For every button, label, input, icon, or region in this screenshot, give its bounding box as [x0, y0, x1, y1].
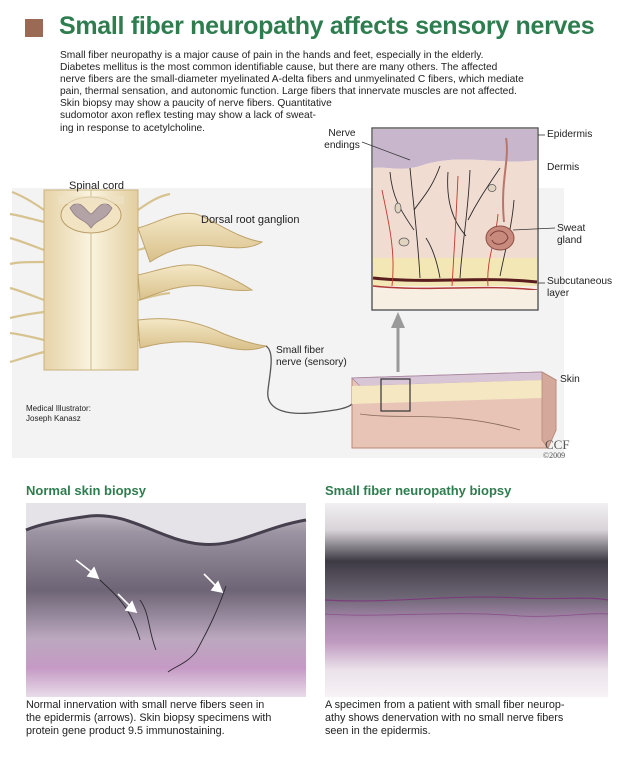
magnified-region-box: [380, 378, 411, 412]
copyright-year: ©2009: [543, 451, 566, 460]
label-subcutaneous-layer: Subcutaneous layer: [547, 276, 612, 300]
label-nerve-endings: Nerve endings: [322, 128, 362, 152]
neuropathy-biopsy-heading: Small fiber neuropathy biopsy: [325, 483, 512, 498]
label-line: nerve (sensory): [276, 357, 347, 368]
label-line: Small fiber: [276, 345, 325, 356]
illustrator-credit: Medical Illustrator: Joseph Kanasz: [26, 404, 91, 423]
caption-line: A specimen from a patient with small fib…: [325, 699, 565, 711]
label-small-fiber-nerve: Small fiber nerve (sensory): [276, 345, 347, 369]
dorsal-root-ganglion: [137, 212, 268, 351]
intro-line: pain, thermal sensation, and autonomic f…: [60, 86, 517, 98]
caption-line: athy shows denervation with no small ner…: [325, 712, 564, 724]
label-skin: Skin: [560, 374, 580, 385]
neuropathy-biopsy-image: [324, 503, 609, 697]
label-line: gland: [557, 235, 582, 246]
label-leaders: [361, 134, 556, 284]
caption-line: the epidermis (arrows). Skin biopsy spec…: [26, 712, 272, 724]
ccf-logo: CCF: [545, 437, 570, 452]
spinal-cord: [9, 189, 173, 371]
page-title: Small fiber neuropathy affects sensory n…: [59, 12, 595, 40]
label-line: endings: [324, 140, 360, 151]
label-line: Sweat: [557, 223, 586, 234]
label-line: Subcutaneous: [547, 276, 613, 287]
caption-line: protein gene product 9.5 immunostaining.: [26, 725, 225, 737]
intro-line: ing in response to acetylcholine.: [60, 122, 205, 134]
label-line: Medical Illustrator:: [26, 404, 91, 413]
magnified-skin-section: [371, 127, 539, 311]
label-dorsal-root-ganglion: Dorsal root ganglion: [201, 214, 300, 226]
intro-line: nerve fibers are the small-diameter myel…: [60, 74, 524, 86]
intro-line: Skin biopsy may show a paucity of nerve …: [60, 98, 332, 110]
small-fiber-nerve: [265, 345, 353, 415]
skin-block: [351, 371, 558, 449]
caption-line: Normal innervation with small nerve fibe…: [26, 699, 265, 711]
label-line: Nerve: [328, 128, 356, 139]
label-line: layer: [547, 288, 570, 299]
label-sweat-gland: Sweat gland: [557, 223, 585, 247]
label-dermis: Dermis: [547, 162, 580, 173]
normal-biopsy-image: [25, 503, 307, 697]
intro-line: Diabetes mellitus is the most common ide…: [60, 62, 498, 74]
normal-biopsy-caption: Normal innervation with small nerve fibe…: [26, 699, 271, 738]
normal-biopsy-heading: Normal skin biopsy: [26, 483, 146, 498]
title-marker: [25, 19, 43, 37]
intro-line: sudomotor axon reflex testing may show a…: [60, 110, 316, 122]
label-epidermis: Epidermis: [547, 129, 593, 140]
magnify-arrow: [391, 312, 405, 372]
label-spinal-cord: Spinal cord: [69, 180, 125, 192]
intro-line: Small fiber neuropathy is a major cause …: [60, 50, 484, 61]
label-line: Joseph Kanasz: [26, 413, 81, 423]
caption-line: seen in the epidermis.: [325, 725, 431, 737]
neuropathy-biopsy-caption: A specimen from a patient with small fib…: [325, 699, 564, 738]
intro-text: Small fiber neuropathy is a major cause …: [60, 50, 530, 135]
